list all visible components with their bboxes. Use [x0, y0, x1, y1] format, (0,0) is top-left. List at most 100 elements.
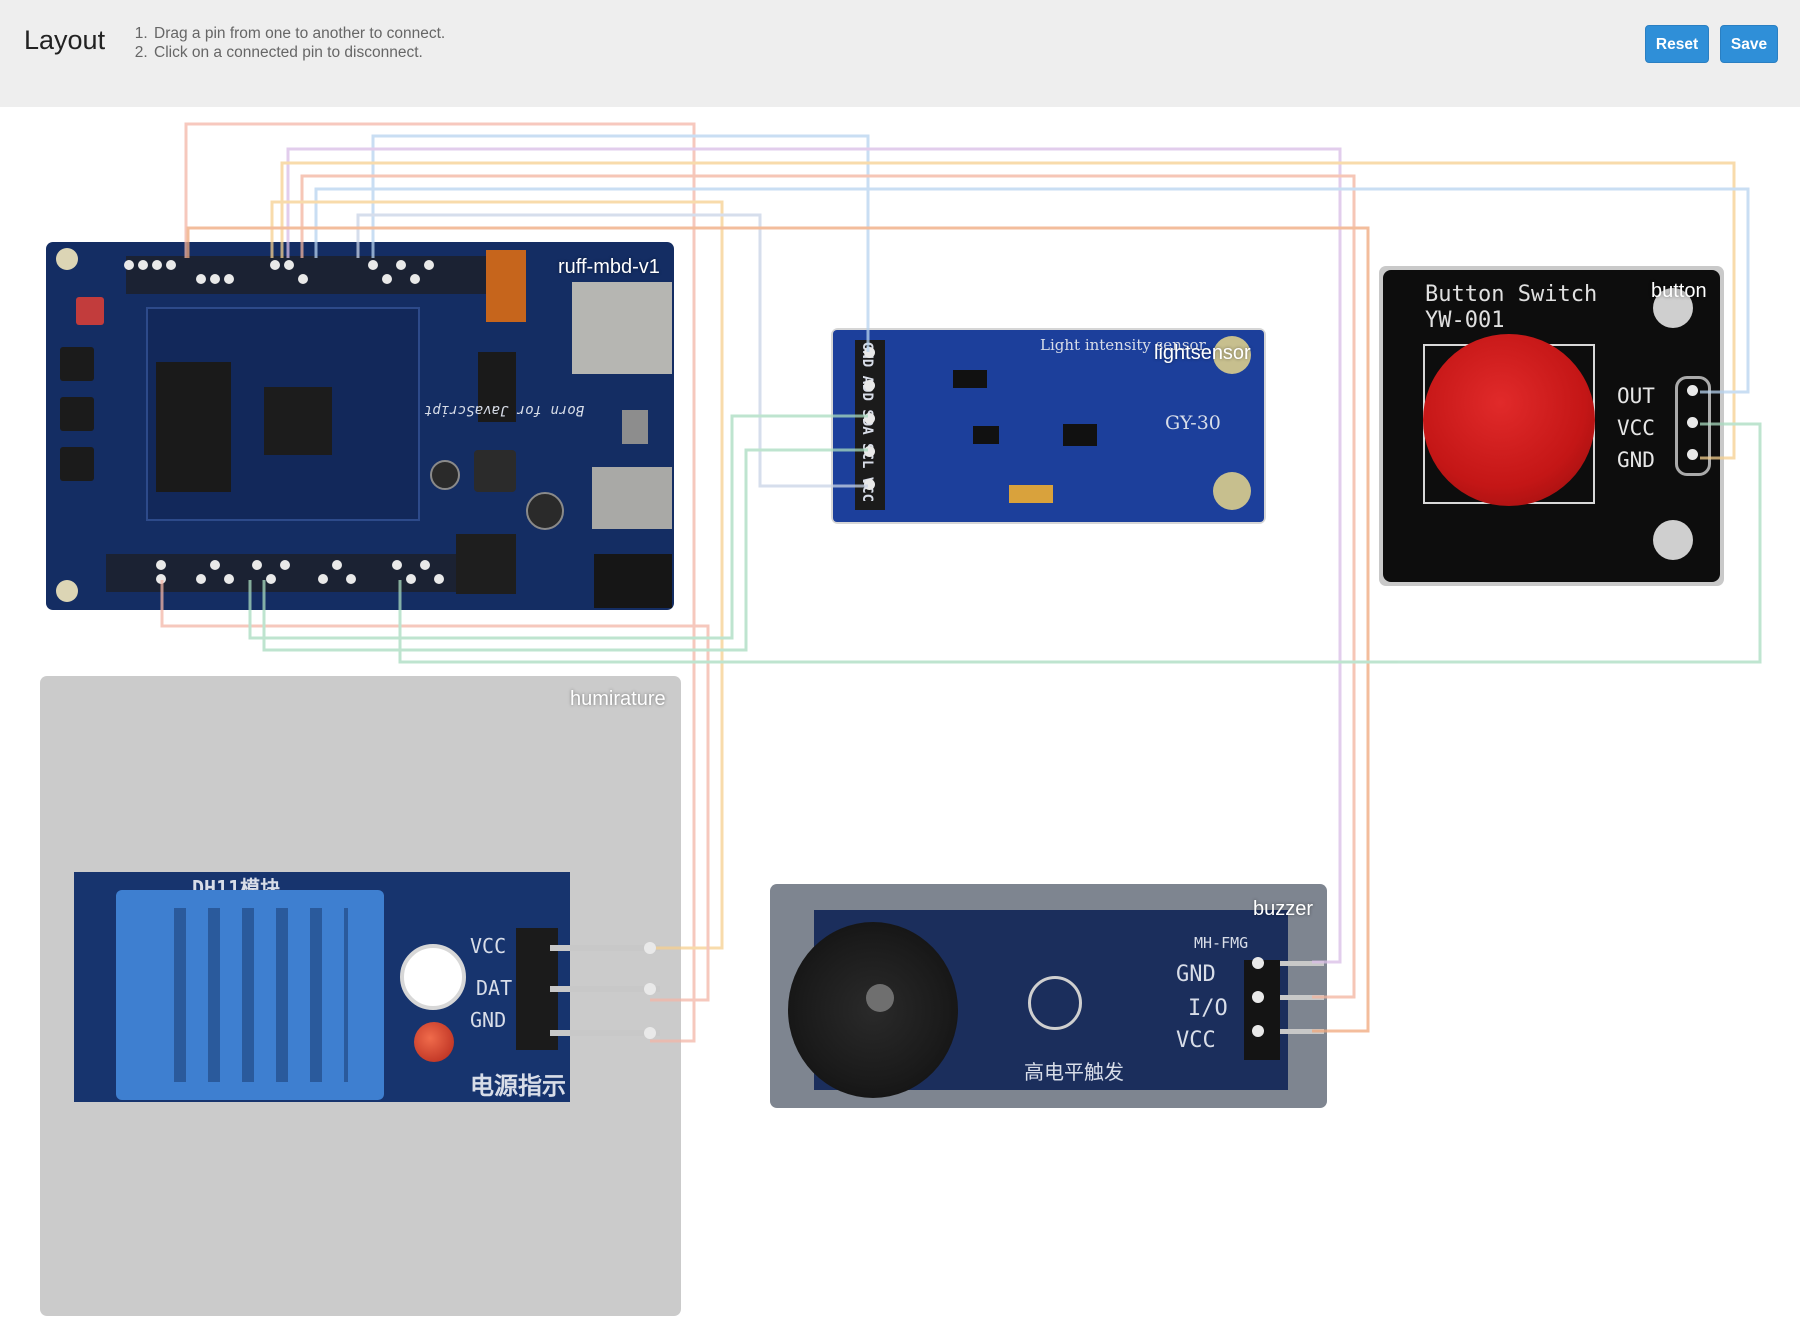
board-pin[interactable] — [196, 274, 206, 284]
humirature-pcb-image: DH11模块 VCC DAT GND 电源指示 — [74, 872, 570, 1102]
board-pin[interactable] — [284, 260, 294, 270]
buzzer-pin-header — [1244, 960, 1280, 1060]
board-usb-port — [592, 467, 672, 529]
board-pin[interactable] — [434, 574, 444, 584]
lightsensor-pin-sda[interactable] — [864, 413, 875, 424]
board-power-jack — [594, 554, 672, 608]
button-red-cap — [1423, 334, 1595, 506]
board-pin[interactable] — [346, 574, 356, 584]
board-pin[interactable] — [396, 260, 406, 270]
board-pin[interactable] — [392, 560, 402, 570]
buzzer-silk-trigger: 高电平触发 — [1024, 1060, 1124, 1084]
board-pin[interactable] — [318, 574, 328, 584]
buzzer-pin-leg — [1280, 995, 1324, 1000]
board-pin[interactable] — [410, 274, 420, 284]
board-pin[interactable] — [406, 574, 416, 584]
lightsensor-chip — [973, 426, 999, 444]
board-pin[interactable] — [196, 574, 206, 584]
board-pin[interactable] — [298, 274, 308, 284]
board-tact-button — [60, 447, 94, 481]
button-pin-vcc[interactable] — [1687, 417, 1698, 428]
board-chip — [156, 362, 231, 492]
button-pin-out[interactable] — [1687, 385, 1698, 396]
board-pin[interactable] — [124, 260, 134, 270]
buzzer-pin-label-io: I/O — [1188, 996, 1228, 1021]
reset-button[interactable]: Reset — [1645, 25, 1709, 63]
board-pin[interactable] — [332, 560, 342, 570]
buzzer-pin-vcc[interactable] — [1252, 1025, 1264, 1037]
buzzer-mount-hole — [1028, 976, 1082, 1030]
board-pin[interactable] — [138, 260, 148, 270]
lightsensor-pin-gnd[interactable] — [864, 347, 875, 358]
board-capacitor — [430, 460, 460, 490]
humirature-pin-label-dat: DAT — [476, 976, 513, 1000]
button-module[interactable]: Button Switch YW-001 OUT VCC GND button — [1379, 266, 1724, 586]
button-pin-label-out: OUT — [1617, 384, 1655, 408]
board-mount-hole — [56, 248, 78, 270]
board-label: ruff-mbd-v1 — [558, 256, 660, 278]
board-pin[interactable] — [280, 560, 290, 570]
board-pin[interactable] — [166, 260, 176, 270]
humirature-module[interactable]: DH11模块 VCC DAT GND 电源指示 humirature — [40, 676, 681, 1316]
save-button[interactable]: Save — [1720, 25, 1778, 63]
board-dip-switch — [486, 250, 526, 322]
humirature-label: humirature — [570, 688, 666, 710]
lightsensor-silk-model: GY-30 — [1165, 412, 1221, 434]
buzzer-pin-gnd[interactable] — [1252, 957, 1264, 969]
board-pin[interactable] — [156, 574, 166, 584]
button-mount-hole — [1653, 520, 1693, 560]
lightsensor-chip — [1063, 424, 1097, 446]
humirature-pin-label-gnd: GND — [470, 1008, 507, 1032]
buzzer-pin-label-gnd: GND — [1176, 962, 1216, 987]
board-pin[interactable] — [424, 260, 434, 270]
humirature-pin-vcc[interactable] — [644, 942, 656, 954]
buzzer-speaker-center — [866, 984, 894, 1012]
humirature-power-led — [414, 1022, 454, 1062]
board-pin[interactable] — [210, 560, 220, 570]
board-ethernet-port — [572, 282, 672, 374]
lightsensor-pin-scl[interactable] — [864, 446, 875, 457]
lightsensor-pin-vcc[interactable] — [864, 479, 875, 490]
humirature-mount-hole — [400, 944, 466, 1010]
board-capacitor — [526, 492, 564, 530]
buzzer-pin-io[interactable] — [1252, 991, 1264, 1003]
lightsensor-capacitor — [1009, 485, 1053, 503]
buzzer-label: buzzer — [1253, 898, 1314, 920]
board-pin[interactable] — [224, 574, 234, 584]
board-pin[interactable] — [382, 274, 392, 284]
page-title: Layout — [24, 25, 106, 55]
board-pin[interactable] — [252, 560, 262, 570]
lightsensor-module[interactable]: GND ADD SDA SCL VCC Light intensity sens… — [831, 328, 1266, 524]
board-mount-hole — [56, 580, 78, 602]
board-pcb-image: Born for JavaScript — [46, 242, 674, 610]
buzzer-module[interactable]: MH-FMG GND I/O VCC 高电平触发 buzzer — [770, 884, 1327, 1108]
board-pin[interactable] — [266, 574, 276, 584]
board-pin[interactable] — [210, 274, 220, 284]
board-inductor — [474, 450, 516, 492]
button-silk-title: Button Switch — [1425, 282, 1598, 307]
humirature-pin-gnd[interactable] — [644, 1027, 656, 1039]
board-microusb-port — [622, 410, 648, 444]
board-silk-text: Born for JavaScript — [424, 402, 585, 418]
lightsensor-pin-add[interactable] — [864, 380, 875, 391]
board-pin[interactable] — [420, 560, 430, 570]
humirature-pin-label-vcc: VCC — [470, 934, 507, 958]
board-tact-button — [60, 397, 94, 431]
humirature-pin-dat[interactable] — [644, 983, 656, 995]
board-pin[interactable] — [368, 260, 378, 270]
buzzer-pin-leg — [1280, 1029, 1324, 1034]
humirature-sensor-body — [116, 890, 384, 1100]
board-module[interactable]: Born for JavaScript ruff-mbd-v1 — [46, 242, 674, 610]
humirature-silk-power: 电源指示 — [470, 1072, 566, 1100]
button-pin-gnd[interactable] — [1687, 449, 1698, 460]
lightsensor-chip — [953, 370, 987, 388]
board-pin[interactable] — [270, 260, 280, 270]
button-pin-label-vcc: VCC — [1617, 416, 1655, 440]
board-pin[interactable] — [156, 560, 166, 570]
board-pin[interactable] — [152, 260, 162, 270]
board-chip — [264, 387, 332, 455]
instruction-item: Click on a connected pin to disconnect. — [152, 43, 452, 62]
board-reset-button — [76, 297, 104, 325]
lightsensor-label: lightsensor — [1154, 342, 1251, 364]
board-pin[interactable] — [224, 274, 234, 284]
